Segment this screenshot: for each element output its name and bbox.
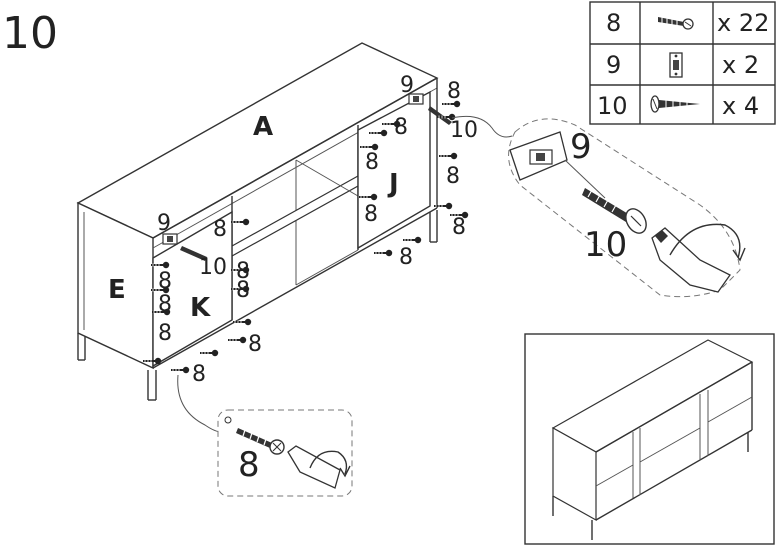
- label-long-screw-left: 10: [199, 255, 227, 280]
- countersunk-screw-icon: [650, 95, 700, 113]
- panel-label-a: A: [253, 112, 273, 142]
- label-screw: 8: [158, 321, 172, 346]
- table-part-10: 10: [597, 92, 628, 120]
- detail-label-screw: 8: [238, 445, 260, 485]
- label-screw: 8: [446, 164, 460, 189]
- label-long-screw-right: 10: [450, 118, 478, 143]
- panel-label-e: E: [108, 275, 126, 305]
- cabinet-drawing: [76, 42, 470, 401]
- table-part-8: 8: [606, 9, 621, 37]
- table-qty-9: x 2: [722, 51, 759, 79]
- table-part-9: 9: [606, 51, 621, 79]
- finished-cabinet-preview: [524, 333, 775, 545]
- label-screw: 8: [364, 202, 378, 227]
- detail-label-long-screw: 10: [584, 225, 627, 265]
- label-screw: 8: [236, 278, 250, 303]
- parts-table: 8 9 10 x 22 x 2 x 4: [589, 1, 776, 125]
- screw-icon: [658, 17, 694, 30]
- label-screw: 8: [158, 292, 172, 317]
- label-screw: 8: [452, 215, 466, 240]
- label-screw: 8: [365, 150, 379, 175]
- detail-callout-screw: 8: [177, 374, 353, 497]
- label-screw: 8: [158, 269, 172, 294]
- detail-callout-catch: 9 10: [451, 115, 746, 298]
- table-qty-10: x 4: [722, 92, 759, 120]
- label-screw: 8: [399, 245, 413, 270]
- label-catch-left: 9: [157, 211, 171, 236]
- magnet-catch-icon: [669, 52, 683, 78]
- label-screw: 8: [213, 217, 227, 242]
- panel-label-k: K: [190, 293, 211, 323]
- table-qty-8: x 22: [717, 9, 769, 37]
- label-screw: 8: [192, 362, 206, 387]
- part-labels: 9 9 10 10 8 8 8 8 8 8 8 8 8 8 8 8 8 8 8: [157, 73, 478, 387]
- label-screw: 8: [447, 79, 461, 104]
- label-screw: 8: [394, 115, 408, 140]
- step-number: 10: [2, 8, 58, 59]
- label-screw: 8: [248, 332, 262, 357]
- detail-label-catch: 9: [570, 127, 592, 167]
- panel-label-j: J: [387, 169, 399, 199]
- label-catch-right: 9: [400, 73, 414, 98]
- label-screw: 8: [236, 259, 250, 284]
